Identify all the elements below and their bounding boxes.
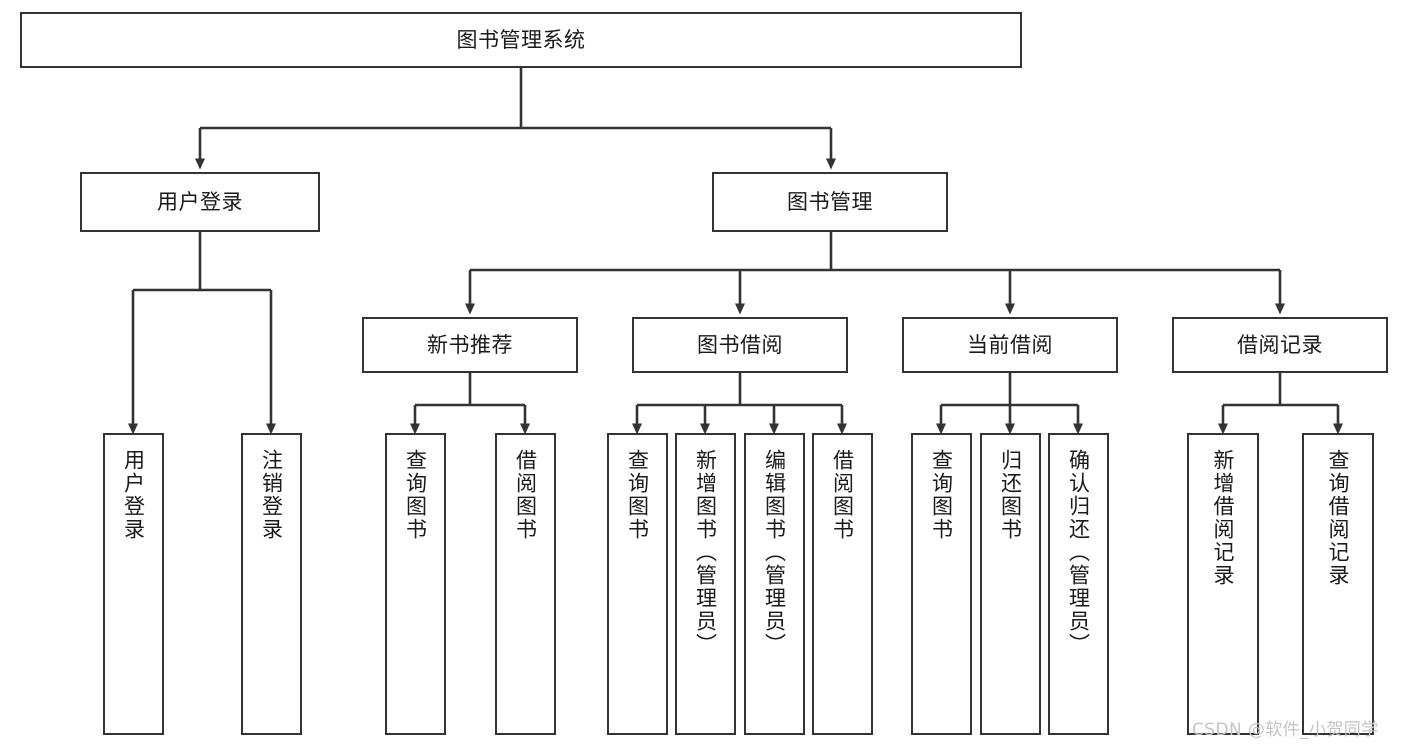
node-current-borrow-label: 当前借阅 xyxy=(967,332,1053,357)
node-new-book-label: 新书推荐 xyxy=(427,332,513,357)
leaf-current-borrow-2-label: 归还图书 xyxy=(998,449,1023,541)
leaf-current-borrow-3-label: 确认归还（管理员） xyxy=(1066,449,1091,656)
leaf-borrow-record-2[interactable]: 查询借阅记录 xyxy=(1302,433,1374,735)
node-borrow-record[interactable]: 借阅记录 xyxy=(1172,317,1388,373)
node-book-manage-label: 图书管理 xyxy=(787,189,873,214)
leaf-new-book-1-label: 查询图书 xyxy=(403,449,428,541)
leaf-new-book-2-label: 借阅图书 xyxy=(513,449,538,541)
leaf-borrow-record-1-label: 新增借阅记录 xyxy=(1211,449,1236,587)
leaf-book-borrow-2[interactable]: 新增图书（管理员） xyxy=(675,433,736,735)
watermark: CSDN @软件_小贺同学 xyxy=(1192,720,1379,740)
node-book-borrow-label: 图书借阅 xyxy=(697,332,783,357)
leaf-current-borrow-2[interactable]: 归还图书 xyxy=(980,433,1041,735)
node-book-manage[interactable]: 图书管理 xyxy=(712,172,948,232)
node-book-borrow[interactable]: 图书借阅 xyxy=(632,317,848,373)
leaf-book-borrow-4[interactable]: 借阅图书 xyxy=(812,433,873,735)
leaf-book-borrow-1[interactable]: 查询图书 xyxy=(607,433,668,735)
leaf-book-borrow-4-label: 借阅图书 xyxy=(830,449,855,541)
leaf-user-login-2-label: 注销登录 xyxy=(259,449,284,541)
leaf-book-borrow-3[interactable]: 编辑图书（管理员） xyxy=(744,433,805,735)
node-user-login[interactable]: 用户登录 xyxy=(80,172,320,232)
leaf-borrow-record-1[interactable]: 新增借阅记录 xyxy=(1187,433,1259,735)
node-root-label: 图书管理系统 xyxy=(456,27,586,52)
node-borrow-record-label: 借阅记录 xyxy=(1237,332,1323,357)
node-new-book[interactable]: 新书推荐 xyxy=(362,317,578,373)
leaf-user-login-1[interactable]: 用户登录 xyxy=(103,433,164,735)
leaf-user-login-2[interactable]: 注销登录 xyxy=(241,433,302,735)
leaf-current-borrow-1-label: 查询图书 xyxy=(929,449,954,541)
node-current-borrow[interactable]: 当前借阅 xyxy=(902,317,1118,373)
leaf-book-borrow-1-label: 查询图书 xyxy=(625,449,650,541)
node-root[interactable]: 图书管理系统 xyxy=(20,12,1022,68)
leaf-current-borrow-3[interactable]: 确认归还（管理员） xyxy=(1048,433,1109,735)
leaf-book-borrow-2-label: 新增图书（管理员） xyxy=(693,449,718,656)
leaf-book-borrow-3-label: 编辑图书（管理员） xyxy=(762,449,787,656)
leaf-new-book-1[interactable]: 查询图书 xyxy=(385,433,446,735)
node-user-login-label: 用户登录 xyxy=(157,189,243,214)
leaf-current-borrow-1[interactable]: 查询图书 xyxy=(911,433,972,735)
leaf-borrow-record-2-label: 查询借阅记录 xyxy=(1326,449,1351,587)
leaf-user-login-1-label: 用户登录 xyxy=(121,449,146,541)
leaf-new-book-2[interactable]: 借阅图书 xyxy=(495,433,556,735)
